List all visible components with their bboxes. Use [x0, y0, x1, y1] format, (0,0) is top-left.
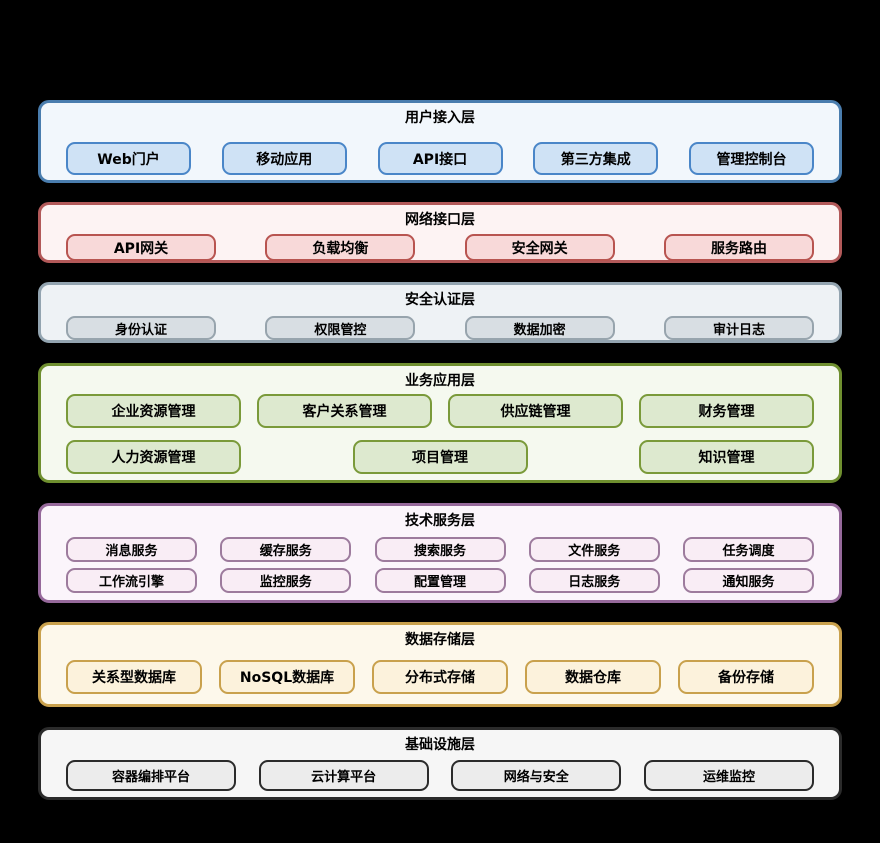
layer-title: 业务应用层	[405, 373, 475, 389]
component-box: 关系型数据库	[66, 660, 202, 694]
layer-box-row: 人力资源管理 项目管理 知识管理	[41, 440, 839, 474]
layer-section: 安全认证层身份认证 权限管控 数据加密 审计日志	[38, 282, 842, 343]
component-box: 运维监控	[643, 760, 814, 791]
layer-box-row: 关系型数据库 NoSQL数据库分布式存储数据仓库备份存储	[41, 660, 839, 694]
component-box: 任务调度	[683, 537, 814, 562]
component-box: 配置管理	[374, 568, 506, 593]
layer-title: 用户接入层	[405, 110, 475, 126]
component-box: 权限管控	[265, 316, 416, 340]
component-box: 身份认证	[66, 316, 216, 340]
layer-box-row: 消息服务缓存服务搜索服务文件服务任务调度	[41, 537, 839, 562]
layer-section: 技术服务层消息服务缓存服务搜索服务文件服务任务调度工作流引擎监控服务配置管理日志…	[38, 503, 842, 603]
component-box: 分布式存储	[372, 660, 508, 694]
component-box: 知识管理	[639, 440, 814, 474]
layer-box-row: 企业资源管理客户关系管理供应链管理财务管理	[41, 394, 839, 428]
component-box: API网关	[66, 234, 216, 261]
component-box: 客户关系管理	[257, 394, 432, 428]
layer-title: 基础设施层	[405, 737, 475, 753]
layer-box-row: 身份认证 权限管控 数据加密 审计日志	[41, 316, 839, 340]
component-box: Web门户	[66, 142, 191, 175]
layer-section: 基础设施层容器编排平台云计算平台网络与安全运维监控	[38, 727, 842, 800]
layer-box-row: Web门户移动应用 API接口第三方集成管理控制台	[41, 142, 839, 175]
component-box: 服务路由	[663, 234, 814, 261]
component-box: 供应链管理	[448, 394, 623, 428]
component-box: 财务管理	[639, 394, 814, 428]
layer-title: 网络接口层	[405, 212, 475, 228]
component-box: 项目管理	[352, 440, 528, 474]
component-box: 审计日志	[663, 316, 814, 340]
component-box: NoSQL数据库	[219, 660, 355, 694]
layer-section: 数据存储层关系型数据库 NoSQL数据库分布式存储数据仓库备份存储	[38, 622, 842, 707]
component-box: 管理控制台	[689, 142, 814, 175]
component-box: 日志服务	[528, 568, 660, 593]
component-box: 缓存服务	[220, 537, 352, 562]
component-box: 负载均衡	[265, 234, 416, 261]
component-box: 安全网关	[464, 234, 615, 261]
component-box: 人力资源管理	[66, 440, 241, 474]
component-box: 云计算平台	[258, 760, 429, 791]
component-box: 网络与安全	[451, 760, 622, 791]
layer-box-row: 容器编排平台云计算平台网络与安全运维监控	[41, 760, 839, 791]
layer-section: 用户接入层 Web门户移动应用 API接口第三方集成管理控制台	[38, 100, 842, 183]
component-box: 工作流引擎	[66, 568, 197, 593]
component-box: 移动应用	[221, 142, 347, 175]
layer-title: 安全认证层	[405, 292, 475, 308]
layer-title: 数据存储层	[405, 632, 475, 648]
component-box: 容器编排平台	[66, 760, 236, 791]
component-box: 消息服务	[66, 537, 197, 562]
layer-section: 业务应用层企业资源管理客户关系管理供应链管理财务管理人力资源管理 项目管理 知识管理	[38, 363, 842, 483]
component-box: 监控服务	[220, 568, 352, 593]
component-box: 文件服务	[528, 537, 660, 562]
component-box: 企业资源管理	[66, 394, 241, 428]
component-box: 数据仓库	[525, 660, 661, 694]
component-box: API接口	[377, 142, 503, 175]
layer-box-row: API网关 负载均衡 安全网关 服务路由	[41, 234, 839, 261]
layer-title: 技术服务层	[405, 513, 475, 529]
component-box: 搜索服务	[374, 537, 506, 562]
component-box: 第三方集成	[533, 142, 659, 175]
layer-section: 网络接口层 API网关 负载均衡 安全网关 服务路由	[38, 202, 842, 263]
layer-box-row: 工作流引擎监控服务配置管理日志服务通知服务	[41, 568, 839, 593]
component-box: 备份存储	[678, 660, 814, 694]
component-box: 数据加密	[464, 316, 615, 340]
component-box: 通知服务	[683, 568, 814, 593]
